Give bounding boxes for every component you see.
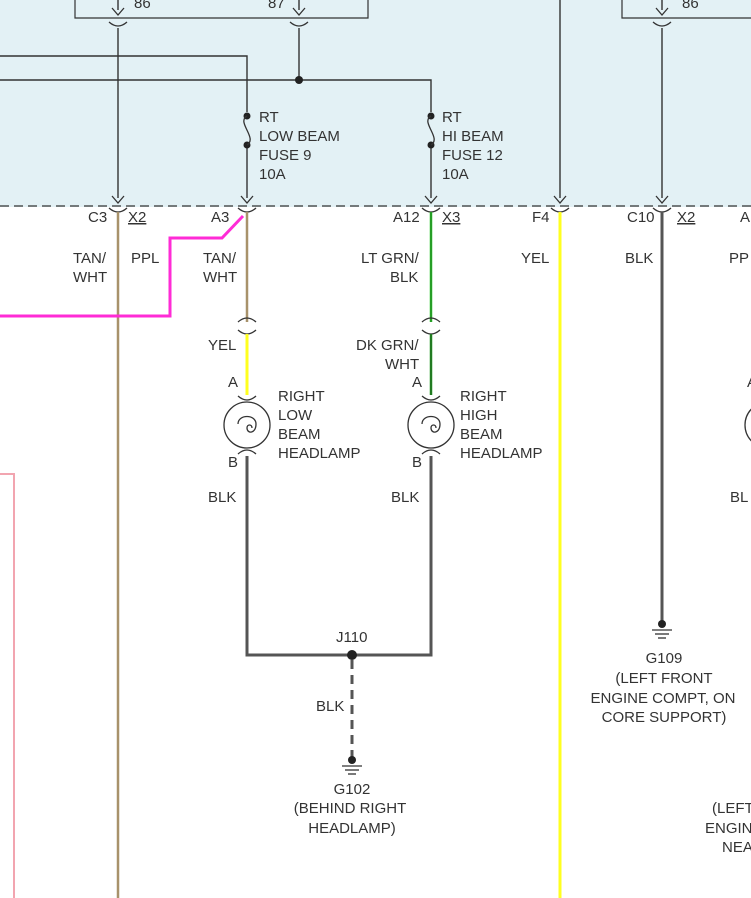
ground-label: G102 [334, 781, 371, 798]
junction-dot [295, 76, 303, 84]
wire-label: DK GRN/ [356, 337, 419, 354]
relay-box-left [74, 0, 369, 19]
connector-label: A [740, 209, 750, 226]
connector-pin-symbols [108, 195, 672, 213]
wire-label: WHT [203, 269, 237, 286]
wire-blk-lamps-to-splice [245, 456, 433, 657]
fuse-label: LOW BEAM [259, 128, 340, 145]
pin-fork-symbols [108, 7, 672, 27]
fuse-label: FUSE 9 [259, 147, 312, 164]
connector-label: A12 [393, 209, 420, 226]
connector-label: X2 [677, 209, 695, 226]
fuse-label: 10A [259, 166, 286, 183]
inline-connector-symbols [237, 317, 441, 335]
lamp-label: LOW [278, 407, 313, 424]
lamp-label: HEADLAMP [278, 445, 361, 462]
connector-label: F4 [532, 209, 550, 226]
relay-box-right [621, 0, 751, 19]
wire-label: BLK [316, 698, 344, 715]
ground-label: HEADLAMP) [308, 820, 396, 837]
wire-label: PPL [131, 250, 159, 267]
wire-label: BLK [208, 489, 236, 506]
lamp-label: HIGH [460, 407, 498, 424]
pin-label: 86 [134, 0, 151, 12]
lamp-high-beam-symbol [407, 395, 455, 455]
ground-label: ENGINE COMPT, ON [590, 690, 735, 707]
lamp-pin-label: A [412, 374, 422, 391]
ground-g102-symbol [342, 756, 362, 775]
lamp-pin-label: B [228, 454, 238, 471]
pin-label: 86 [682, 0, 699, 12]
ground-label: NEA [722, 839, 751, 856]
ground-label: (LEFT FRONT [615, 670, 712, 687]
wire-label: WHT [385, 356, 419, 373]
ground-label: CORE SUPPORT) [602, 709, 727, 726]
wire-label: YEL [521, 250, 549, 267]
wire-label: TAN/ [73, 250, 107, 267]
ground-g109-symbol [652, 620, 672, 639]
lamp-label: HEADLAMP [460, 445, 543, 462]
wire-pink-left [0, 473, 15, 898]
connector-label: X2 [128, 209, 146, 226]
lamp-pin-label: A [228, 374, 238, 391]
wire-label: TAN/ [203, 250, 237, 267]
wire-label: BLK [625, 250, 653, 267]
fuse-label: RT [259, 109, 279, 126]
lamp-label: RIGHT [460, 388, 507, 405]
pin-label: 87 [268, 0, 285, 12]
splice-label: J110 [336, 629, 367, 646]
splice-j110 [347, 650, 357, 660]
wire-label: BL [730, 489, 748, 506]
ground-label: (LEFT [712, 800, 751, 817]
ground-label: ENGIN [705, 820, 751, 837]
ground-label: G109 [646, 650, 683, 667]
fuse-label: FUSE 12 [442, 147, 503, 164]
wire-label: BLK [391, 489, 419, 506]
lamp-label: BEAM [460, 426, 503, 443]
wire-label: YEL [208, 337, 236, 354]
lamp-pin-label: B [412, 454, 422, 471]
fuse-block-panel [0, 0, 751, 207]
lamp-pin-label: A [747, 374, 751, 391]
fuse-high-beam [427, 112, 435, 149]
wire-label: BLK [390, 269, 418, 286]
connector-label: A3 [211, 209, 229, 226]
lamp-label: RIGHT [278, 388, 325, 405]
wire-purple [0, 214, 245, 318]
lamp-low-beam-symbol [223, 395, 271, 455]
fuse-low-beam [243, 112, 251, 149]
fuse-label: RT [442, 109, 462, 126]
lamp-edge-symbol [744, 408, 751, 442]
wire-label: WHT [73, 269, 107, 286]
connector-label: X3 [442, 209, 460, 226]
connector-label: C10 [627, 209, 655, 226]
ground-label: (BEHIND RIGHT [294, 800, 407, 817]
wire-label: LT GRN/ [361, 250, 420, 267]
connector-label: C3 [88, 209, 107, 226]
lamp-label: BEAM [278, 426, 321, 443]
fuse-label: HI BEAM [442, 128, 504, 145]
wire-label: PP [729, 250, 749, 267]
fuse-label: 10A [442, 166, 469, 183]
